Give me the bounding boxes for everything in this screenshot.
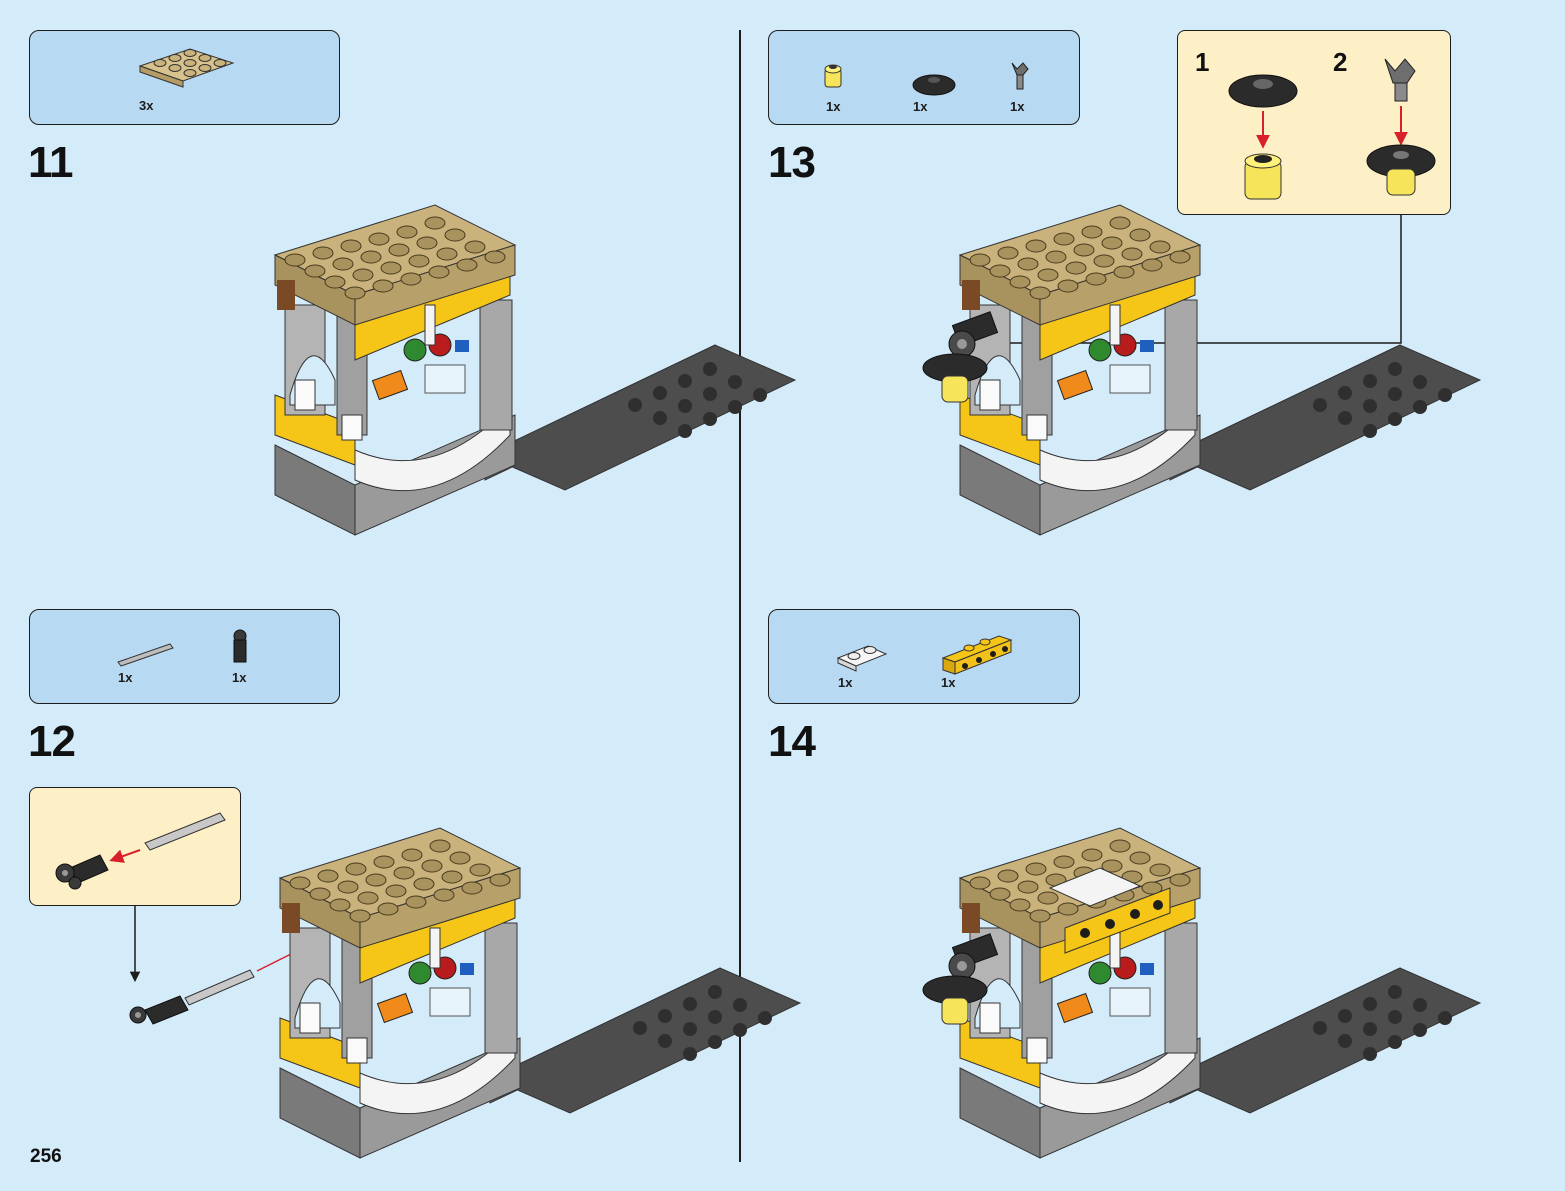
step-14-number: 14 bbox=[768, 717, 816, 766]
step-12-number: 12 bbox=[28, 717, 76, 766]
subassembly-bar-and-clip bbox=[55, 812, 226, 890]
page-number: 256 bbox=[30, 1146, 62, 1167]
black-clip-icon bbox=[233, 629, 247, 663]
step-11-model-illustration bbox=[274, 204, 796, 536]
step-11-number: 11 bbox=[28, 138, 74, 187]
step-13-lamp-assembly bbox=[922, 311, 999, 403]
step-14-lamp-assembly bbox=[922, 933, 999, 1025]
page-divider bbox=[739, 30, 741, 1162]
step-12-model-illustration bbox=[279, 827, 801, 1159]
yellow-bracket-icon bbox=[941, 635, 1013, 675]
step-12-bar-assembly bbox=[129, 969, 255, 1025]
step-12-down-arrow bbox=[129, 906, 141, 983]
black-dish-icon bbox=[912, 74, 956, 96]
step-14-part-1-qty: 1x bbox=[838, 675, 853, 690]
step-14-parts-box: 1x 1x bbox=[768, 609, 1080, 704]
step-12-part-2-qty: 1x bbox=[232, 670, 247, 685]
step-13-number: 13 bbox=[768, 138, 816, 187]
yellow-round-brick-icon bbox=[824, 64, 842, 88]
step-11-part-1-qty: 3x bbox=[139, 98, 154, 113]
step-14-model-illustration bbox=[959, 827, 1481, 1159]
step-12-part-1-qty: 1x bbox=[118, 670, 133, 685]
step-13-part-1-qty: 1x bbox=[826, 99, 841, 114]
white-plate-1x2-icon bbox=[836, 645, 888, 672]
step-13-subassembly-callout: 1 2 bbox=[1177, 30, 1451, 215]
gray-bar-icon bbox=[117, 643, 174, 667]
step-13-part-3-qty: 1x bbox=[1010, 99, 1025, 114]
tan-plate-2x4-icon bbox=[138, 48, 235, 88]
step-13-model-illustration bbox=[959, 204, 1481, 536]
substep-1-number: 1 bbox=[1195, 47, 1210, 77]
gray-claw-icon bbox=[1011, 62, 1029, 90]
substep-2-number: 2 bbox=[1333, 47, 1348, 77]
step-12-parts-box: 1x 1x bbox=[29, 609, 340, 704]
step-12-subassembly-callout bbox=[29, 787, 241, 906]
substep-1-illustration bbox=[1228, 74, 1298, 200]
step-13-parts-box: 1x 1x 1x bbox=[768, 30, 1080, 125]
step-14-part-2-qty: 1x bbox=[941, 675, 956, 690]
step-13-part-2-qty: 1x bbox=[913, 99, 928, 114]
step-11-parts-box: 3x bbox=[29, 30, 340, 125]
substep-2-illustration bbox=[1366, 58, 1436, 196]
